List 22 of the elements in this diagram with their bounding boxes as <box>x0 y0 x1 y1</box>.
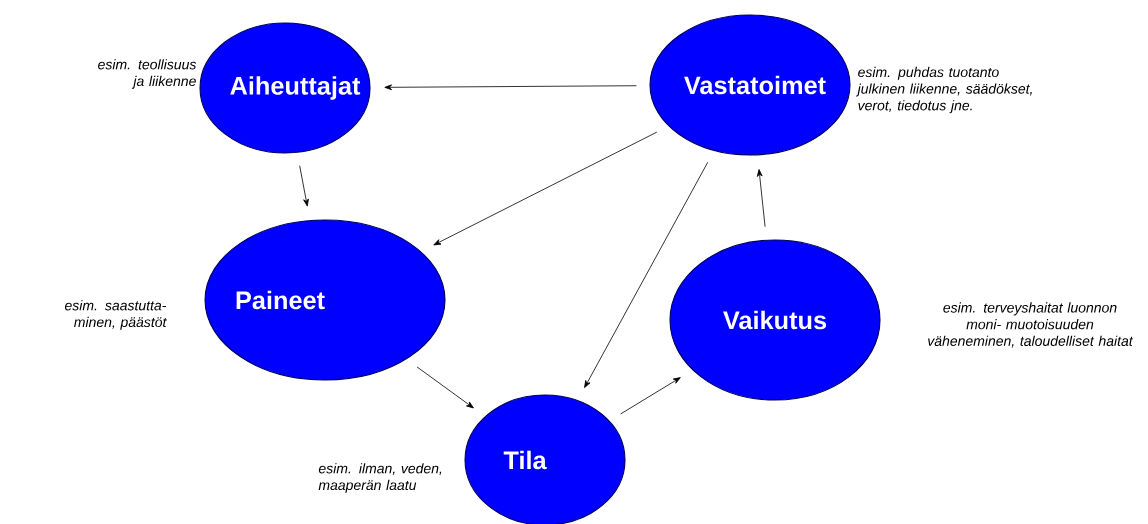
node-label: Tila <box>503 450 547 470</box>
annotation-text: esim. ilman, veden, maaperän laatu <box>318 463 442 493</box>
arrow <box>384 84 637 91</box>
ellipse-node <box>204 219 446 381</box>
node-label: Vaikutus <box>723 310 827 330</box>
arrow <box>299 165 309 207</box>
annotation-text: esim. terveyshaitat luonnon moni- muotoisuuden väheneminen, taloudelliset haitat <box>928 302 1134 348</box>
arrow <box>433 131 658 246</box>
arrow <box>620 377 681 415</box>
annotation-text: esim. saastutta- minen, päästöt <box>64 300 167 330</box>
node-label: Aiheuttajat <box>230 76 361 100</box>
node-label: Paineet <box>236 290 325 310</box>
arrow <box>584 161 709 388</box>
ellipse-node <box>464 394 626 524</box>
ellipse-node <box>199 22 371 154</box>
arrow <box>416 366 474 409</box>
annotation-text: esim. teollisuus ja liikenne <box>98 59 197 89</box>
ellipse-node <box>669 239 881 401</box>
ellipse-node <box>649 14 851 156</box>
annotation-text: esim. puhdas tuotanto julkinen liikenne, säädökset, verot, tiedotus jne. <box>856 66 1032 114</box>
arrow <box>756 169 766 228</box>
node-label: Vastatoimet <box>684 75 826 95</box>
